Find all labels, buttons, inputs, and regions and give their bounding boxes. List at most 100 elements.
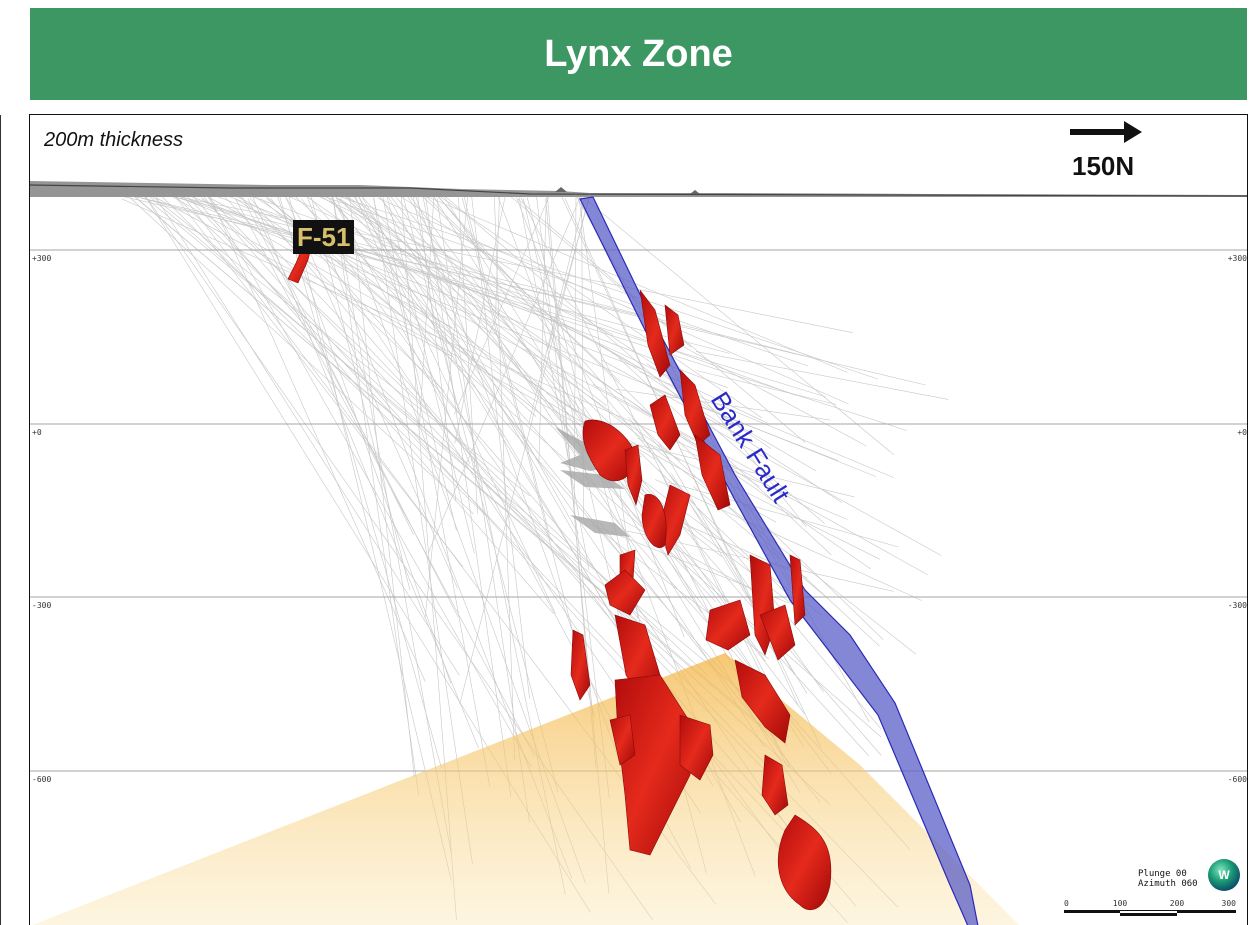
elev-label-left-m300: -300	[32, 601, 51, 610]
drillhole-trace	[457, 193, 478, 514]
drillhole-trace	[120, 195, 649, 318]
drillhole-trace	[518, 194, 590, 570]
drillhole-trace	[382, 194, 491, 788]
drillhole-trace	[150, 194, 530, 497]
drillhole-trace	[200, 192, 453, 329]
drillhole-trace	[126, 194, 474, 515]
zone-label-f51: F-51	[293, 220, 355, 254]
drillhole-trace	[373, 198, 457, 531]
drillhole-trace	[547, 198, 590, 351]
drillhole-trace	[581, 196, 584, 521]
drillhole-trace	[142, 195, 765, 711]
drillhole-trace	[129, 194, 731, 354]
drillhole-trace	[377, 194, 590, 457]
drillhole-trace	[696, 370, 837, 405]
scale-bar: 0 100 200 300	[1064, 899, 1237, 916]
direction-arrow-icon	[1070, 121, 1142, 143]
company-logo: W	[1208, 859, 1240, 891]
drillhole-trace	[428, 195, 581, 553]
drillhole-trace	[288, 195, 452, 881]
drillhole-trace	[583, 197, 895, 456]
drillhole-trace	[191, 193, 554, 614]
title-banner: Lynx Zone	[30, 8, 1247, 100]
drillhole-trace	[523, 198, 621, 622]
drillhole-trace	[332, 196, 419, 796]
drillhole-trace	[314, 194, 613, 335]
drillhole-trace	[668, 482, 899, 548]
drillhole-trace	[646, 385, 839, 461]
drillhole-trace	[528, 198, 585, 423]
drillhole-trace	[173, 194, 464, 568]
drillhole-trace	[402, 195, 559, 793]
drillhole-trace	[278, 193, 442, 769]
drillhole-trace	[459, 192, 591, 705]
drillhole-trace	[343, 194, 817, 472]
elev-label-right-m300: -300	[1228, 601, 1247, 610]
drillhole-trace	[520, 197, 768, 679]
drillhole-trace	[310, 198, 788, 747]
drillhole-trace	[310, 194, 411, 591]
scale-label-0: 0	[1064, 899, 1069, 908]
drillhole-trace	[425, 196, 512, 797]
drillhole-trace	[437, 195, 882, 730]
drillhole-trace	[495, 193, 500, 316]
drillhole-trace	[462, 198, 595, 718]
elev-label-left-300: +300	[32, 254, 51, 263]
view-orientation: Plunge 00 Azimuth 060	[1138, 869, 1198, 889]
drillhole-trace	[443, 194, 825, 524]
thickness-note: 200m thickness	[44, 129, 183, 151]
drillhole-trace	[471, 195, 530, 699]
drillhole-trace	[655, 479, 922, 601]
drillhole-trace	[696, 351, 949, 400]
elev-label-right-300: +300	[1228, 254, 1247, 263]
drillhole-trace	[536, 195, 610, 799]
elevation-labels: +300 +0 -300 -600 +300 +0 -300 -600	[32, 254, 1247, 784]
drillhole-trace	[215, 195, 574, 329]
drillhole-trace	[615, 388, 831, 421]
direction-label: 150N	[1072, 151, 1135, 181]
topography-surface	[30, 181, 1247, 197]
elev-label-left-0: +0	[32, 428, 42, 437]
drillhole-trace	[238, 195, 445, 392]
drillhole-trace	[345, 195, 607, 407]
drillhole-trace	[419, 192, 435, 427]
page-title: Lynx Zone	[544, 32, 733, 75]
drillhole-trace	[169, 195, 804, 356]
plunge-text: Plunge 00	[1138, 869, 1187, 879]
drillhole-trace	[241, 195, 459, 618]
azimuth-text: Azimuth 060	[1138, 879, 1198, 889]
drillhole-trace	[578, 194, 639, 618]
drillhole-trace	[573, 192, 577, 508]
drillhole-trace	[332, 195, 452, 853]
drillhole-trace	[538, 195, 547, 464]
drillhole-trace	[352, 194, 620, 627]
drillhole-trace	[166, 194, 827, 398]
drillhole-trace	[349, 195, 415, 778]
drillhole-trace	[598, 344, 842, 503]
elev-label-right-m600: -600	[1228, 775, 1247, 784]
drillhole-trace	[423, 195, 848, 373]
drillhole-trace	[637, 437, 880, 560]
drillhole-trace	[417, 193, 457, 502]
drillhole-trace	[302, 193, 681, 462]
scale-label-300: 300	[1222, 899, 1237, 908]
drillhole-trace	[209, 194, 426, 682]
drillhole-trace	[277, 195, 452, 684]
drillhole-trace	[494, 197, 515, 760]
drillhole-trace	[235, 198, 536, 757]
drillhole-trace	[454, 195, 506, 444]
drillhole-trace	[670, 339, 867, 447]
drillhole-trace	[171, 195, 629, 453]
drillhole-trace	[377, 197, 849, 405]
elev-label-left-m600: -600	[32, 775, 51, 784]
drillhole-trace	[339, 198, 871, 570]
drillhole-trace	[158, 193, 487, 517]
drillhole-trace	[412, 195, 456, 402]
drillhole-trace	[261, 198, 418, 330]
scale-label-100: 100	[1113, 899, 1128, 908]
section-canvas: +300 +0 -300 -600 +300 +0 -300 -600	[30, 181, 1247, 925]
drillhole-trace	[321, 196, 760, 487]
drillhole-trace	[223, 195, 767, 766]
drillhole-trace	[335, 197, 640, 368]
scale-label-200: 200	[1170, 899, 1185, 908]
